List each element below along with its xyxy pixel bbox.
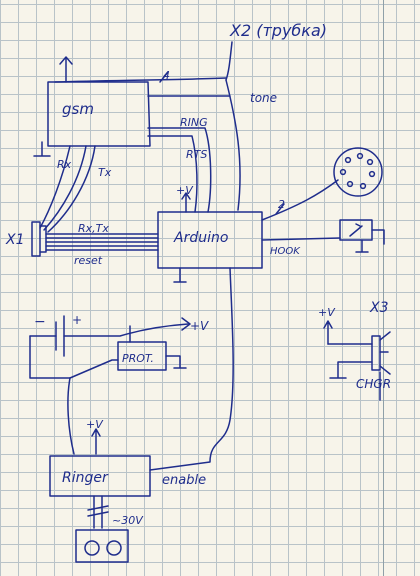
hook-switch: [339, 219, 373, 241]
rx-wire: [39, 145, 71, 229]
x3-connector-pins: [379, 331, 391, 375]
arduino-ground-symbol: [173, 267, 187, 283]
ringer-block: [49, 455, 151, 497]
x3-connector: [371, 335, 381, 371]
dial-hole: [339, 168, 347, 176]
ringer-power-wire: [67, 377, 75, 455]
ringer-vplus-label: +V: [86, 418, 104, 431]
arduino-vplus-arrow: [181, 192, 191, 213]
x3-vplus-arrow: [323, 320, 333, 345]
prot-ground-symbol: [165, 355, 187, 369]
tone-label: tone: [250, 91, 277, 105]
ring-label: RING: [180, 116, 208, 129]
rts-label: RTS: [186, 148, 207, 161]
enable-label: enable: [162, 473, 206, 488]
gsm-label: gsm: [62, 100, 94, 118]
dial-hole: [368, 170, 376, 178]
bell-coil: [87, 505, 109, 517]
bell-dome-right: [106, 540, 122, 556]
x3-vplus-label: +V: [318, 306, 336, 319]
dial-hole: [356, 152, 364, 160]
hook-ground-symbol: [355, 229, 385, 253]
gsm-antenna-arrow: [59, 56, 73, 83]
x2-title: X2 (трубка): [229, 21, 327, 40]
gsm-block: [47, 81, 151, 147]
dial-hole: [359, 182, 367, 190]
prot-block: [117, 341, 167, 371]
gsm-ground-symbol: [33, 141, 51, 157]
hook-wire: [261, 237, 341, 241]
dial-hole: [346, 180, 354, 188]
x1-connector-lip: [39, 225, 47, 253]
rx-label: Rx: [57, 158, 72, 171]
arduino-vplus-label: +V: [176, 184, 194, 197]
battery-symbol: [55, 315, 65, 357]
rotary-dial: [333, 147, 383, 197]
tx-wire-2: [47, 145, 96, 233]
hook-label: HOOK: [270, 246, 301, 257]
vplus-rail-arrow: [181, 317, 191, 331]
arduino-block: [157, 211, 263, 269]
handset-to-arduino-wire: [225, 79, 241, 211]
rts-wire: [147, 135, 198, 213]
prot-label: PROT.: [122, 352, 154, 365]
ac-voltage-label: ~30V: [112, 514, 144, 527]
dial-hole: [366, 158, 374, 166]
battery-minus-label: −: [34, 314, 46, 330]
x1-label: X1: [5, 232, 25, 248]
dial-hole: [344, 156, 352, 164]
bell-wires: [93, 495, 103, 529]
dial-bus-slash: [275, 203, 285, 215]
bus-count-label: 4: [163, 69, 170, 82]
battery-return-wire: [29, 335, 71, 379]
battery-plus-label: +: [72, 313, 82, 327]
dial-wire: [261, 179, 339, 221]
ringer-vplus-arrow: [91, 428, 101, 455]
prot-input-wire: [69, 359, 119, 379]
x3-ground-symbol: [329, 361, 373, 379]
x1-connector: [31, 221, 41, 257]
hook-switch-contact: [349, 223, 363, 237]
ringer-label: Ringer: [62, 470, 109, 486]
chgr-label: CHGR: [356, 377, 391, 391]
bus-slash: [159, 71, 169, 83]
tx-wire: [43, 145, 87, 231]
x3-label: X3: [369, 300, 389, 316]
vplus-rail: [63, 323, 189, 337]
bell: [75, 529, 129, 563]
arduino-label: Arduino: [173, 230, 228, 246]
ring-wire: [147, 127, 212, 213]
tx-label: Tx: [98, 166, 112, 179]
x2-lead: [225, 41, 233, 81]
bell-dome-left: [84, 540, 100, 556]
rx-tx-label: Rx,Tx: [78, 222, 109, 235]
rail-vplus-label: +V: [190, 319, 209, 333]
dial-count-label: 2: [278, 198, 285, 211]
margin-line: [383, 0, 384, 576]
enable-wire: [149, 267, 234, 471]
reset-label: reset: [74, 254, 103, 267]
